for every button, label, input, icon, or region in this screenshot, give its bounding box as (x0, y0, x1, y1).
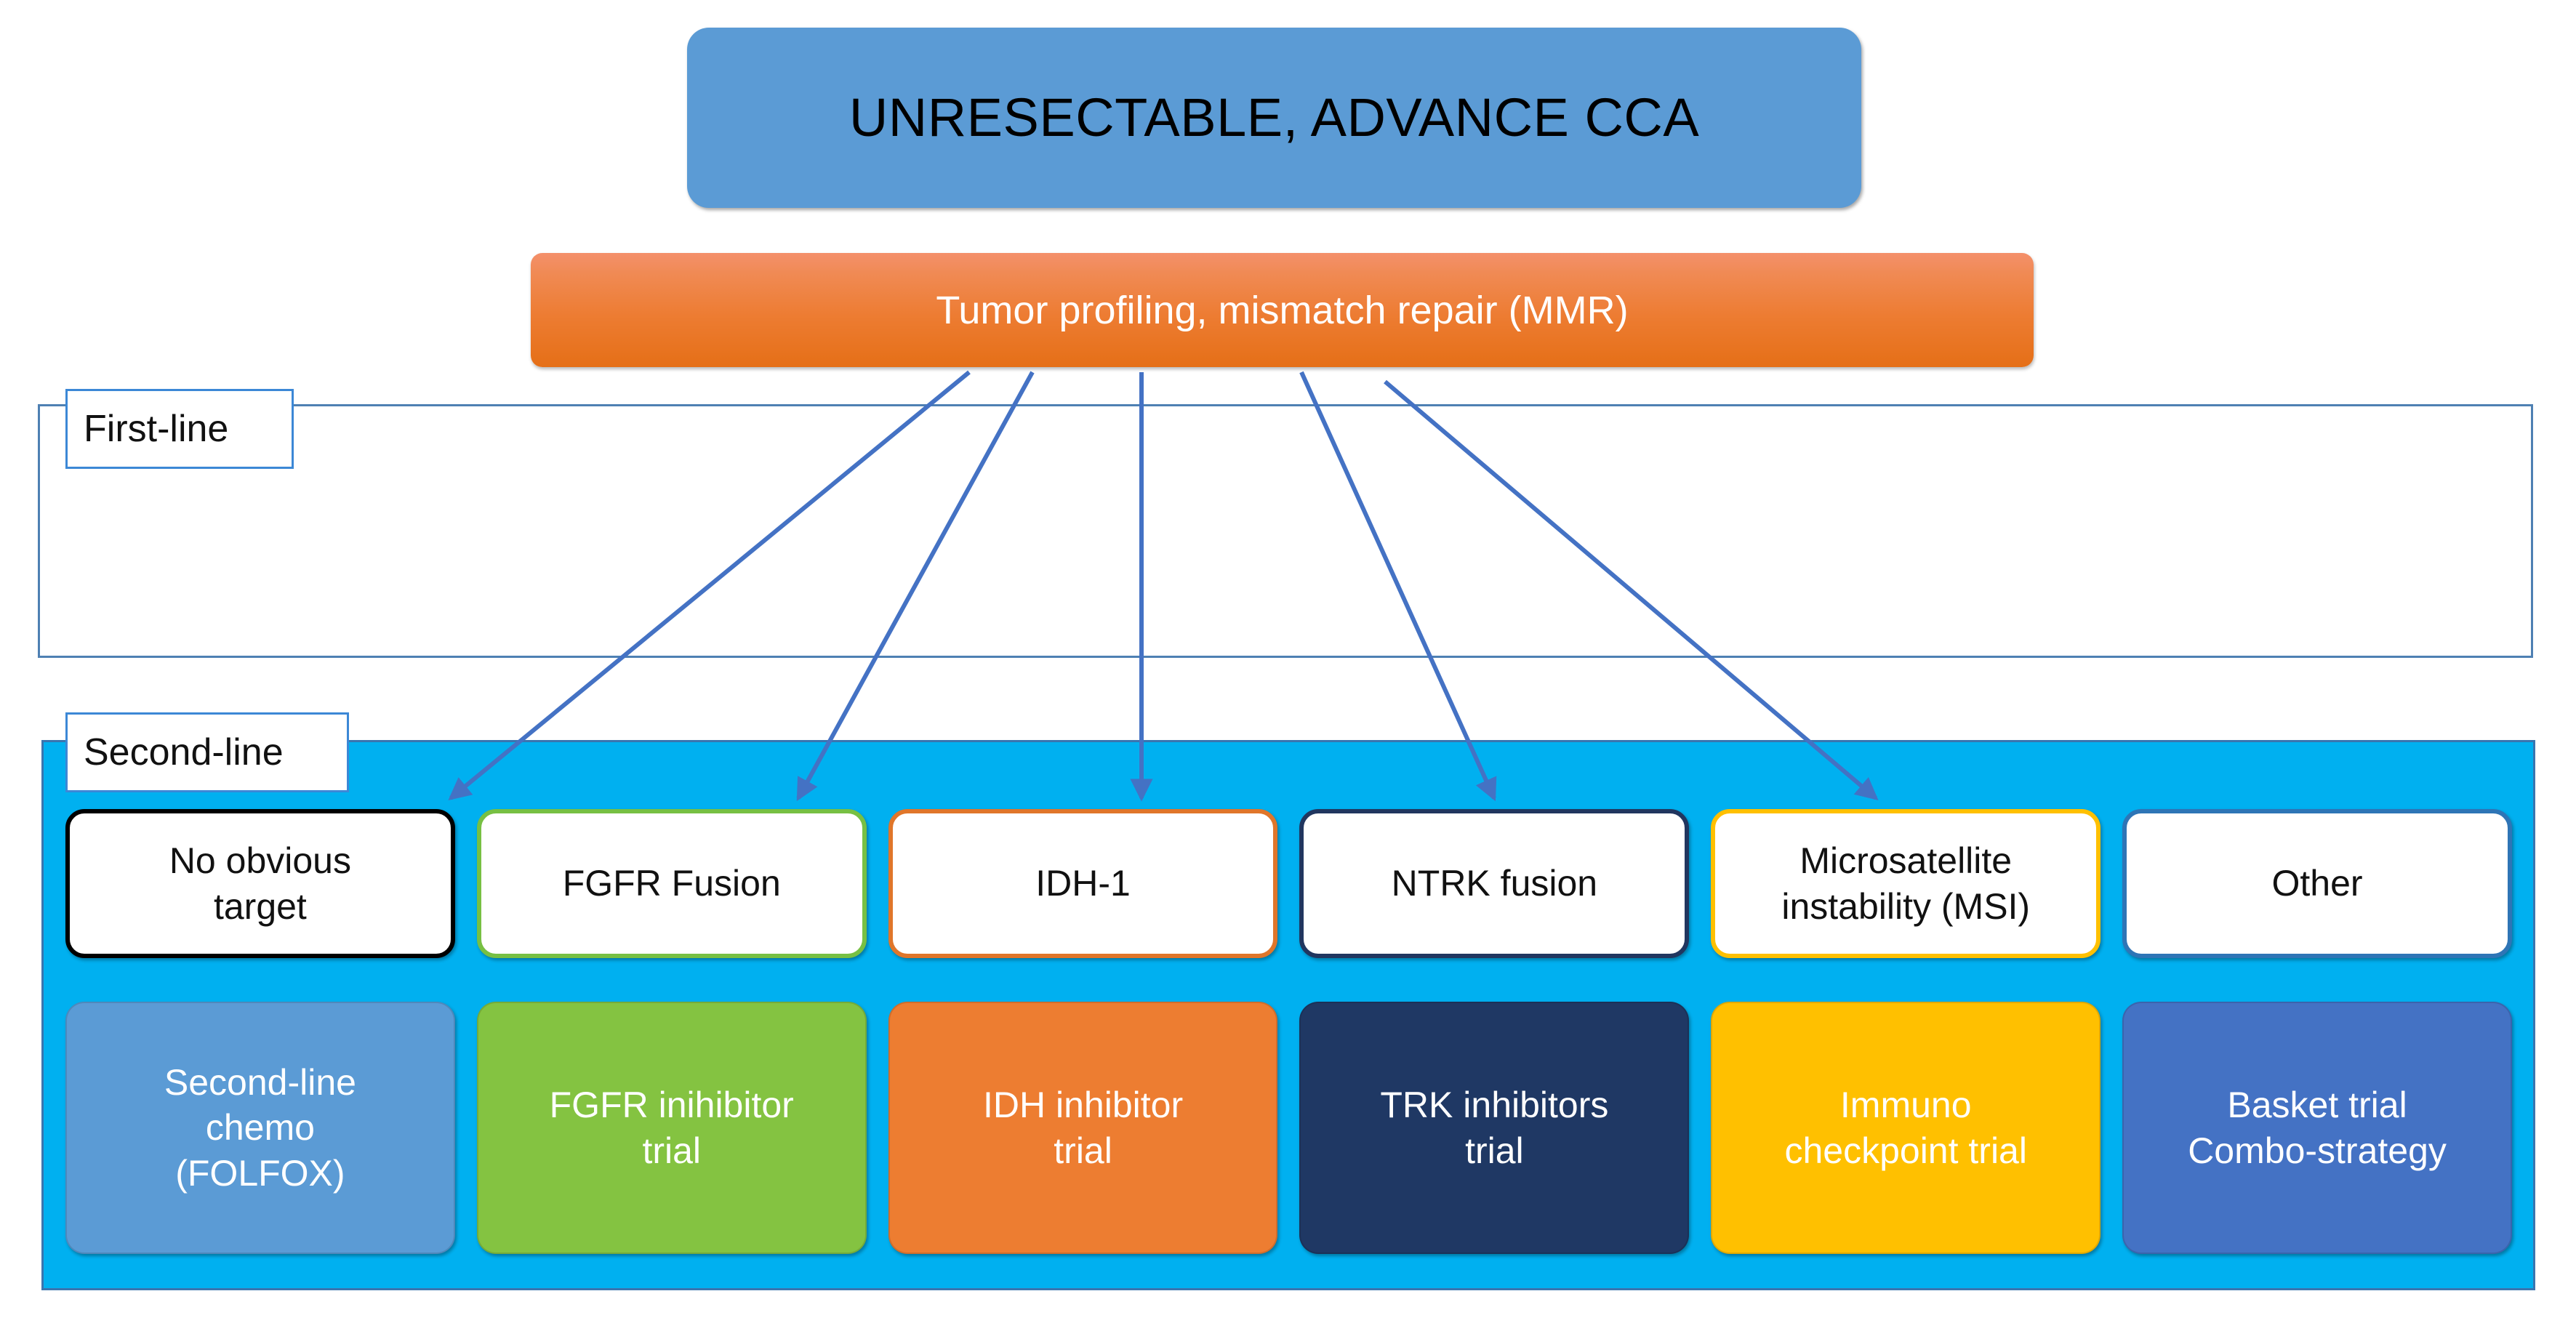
first-line-container (38, 404, 2533, 658)
page-title: UNRESECTABLE, ADVANCE CCA (848, 87, 1700, 148)
trial-card-row: Second-line chemo (FOLFOX) FGFR inihibit… (65, 1002, 2512, 1254)
trial-card-label: Basket trial Combo-strategy (2188, 1085, 2447, 1171)
tumor-profiling-bar: Tumor profiling, mismatch repair (MMR) (531, 253, 2034, 367)
trial-card-label: Second-line chemo (FOLFOX) (164, 1061, 356, 1194)
target-card-label: IDH-1 (1035, 863, 1131, 904)
trial-card-trk-inhibitors[interactable]: TRK inhibitors trial (1299, 1002, 1690, 1254)
tumor-profiling-label: Tumor profiling, mismatch repair (MMR) (936, 288, 1629, 332)
target-card-other[interactable]: Other (2122, 809, 2512, 958)
trial-card-second-line-chemo[interactable]: Second-line chemo (FOLFOX) (65, 1002, 455, 1254)
trial-card-label: Immuno checkpoint trial (1784, 1085, 2027, 1171)
target-card-fgfr-fusion[interactable]: FGFR Fusion (476, 809, 867, 958)
target-card-label: Other (2271, 863, 2363, 904)
trial-card-label: IDH inhibitor trial (983, 1085, 1184, 1171)
trial-card-label: FGFR inihibitor trial (549, 1085, 794, 1171)
trial-card-immuno-checkpoint[interactable]: Immuno checkpoint trial (1711, 1002, 2101, 1254)
first-line-tag: First-line (65, 389, 294, 469)
second-line-tag-label: Second-line (84, 731, 284, 773)
target-card-no-obvious-target[interactable]: No obvious target (65, 809, 455, 958)
trial-card-fgfr-inhibitor[interactable]: FGFR inihibitor trial (476, 1002, 867, 1254)
target-card-label: Microsatellite instability (MSI) (1781, 840, 2031, 927)
second-line-tag: Second-line (65, 712, 349, 792)
target-card-idh-1[interactable]: IDH-1 (888, 809, 1278, 958)
second-line-panel (41, 740, 2535, 1290)
unresectable-advanced-cca-box: UNRESECTABLE, ADVANCE CCA (687, 28, 1861, 208)
target-card-label: FGFR Fusion (562, 863, 781, 904)
trial-card-basket-combo[interactable]: Basket trial Combo-strategy (2122, 1002, 2512, 1254)
target-card-label: No obvious target (169, 840, 351, 927)
target-card-microsatellite-instability[interactable]: Microsatellite instability (MSI) (1711, 809, 2101, 958)
target-card-ntrk-fusion[interactable]: NTRK fusion (1299, 809, 1690, 958)
trial-card-label: TRK inhibitors trial (1380, 1085, 1609, 1171)
target-card-row: No obvious target FGFR Fusion IDH-1 NTRK… (65, 809, 2512, 958)
first-line-tag-label: First-line (84, 408, 229, 450)
target-card-label: NTRK fusion (1391, 863, 1598, 904)
trial-card-idh-inhibitor[interactable]: IDH inhibitor trial (888, 1002, 1278, 1254)
